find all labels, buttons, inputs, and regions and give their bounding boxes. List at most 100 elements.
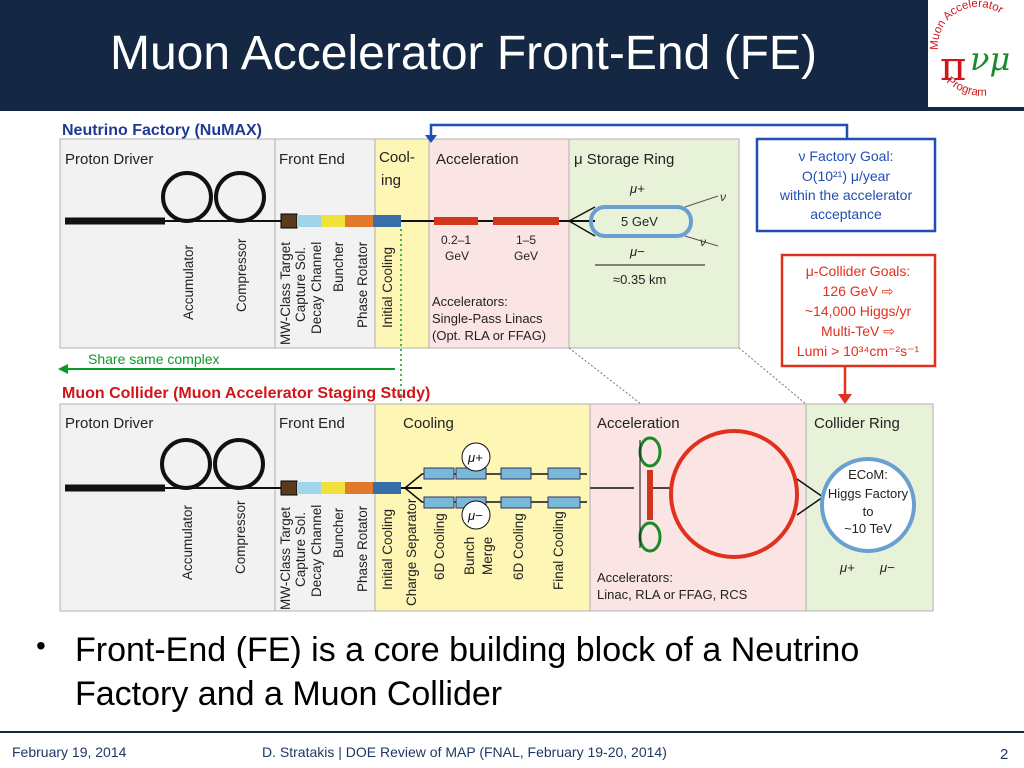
bullet-text: Front-End (FE) is a core building block … (75, 631, 860, 713)
top-accelerators-3: (Opt. RLA or FFAG) (432, 328, 546, 343)
collider-goal-line-1: μ-Collider Goals: (806, 263, 911, 279)
top-storage-ring-block (568, 138, 740, 349)
bot-proton-driver-label: Proton Driver (65, 415, 153, 432)
zoom-line-b (738, 347, 807, 405)
bot-collider-ring (820, 457, 916, 553)
bot-target-label: MW-Class Target (278, 507, 293, 610)
bot-front-end-label: Front End (279, 415, 345, 432)
bot-ring-to: to (863, 504, 874, 519)
top-initial-cooling-label: Initial Cooling (380, 247, 395, 328)
top-cooling-label-2: ing (381, 172, 401, 189)
bot-buncher-seg (321, 482, 345, 494)
bot-ring-mu-plus: μ+ (839, 560, 855, 575)
top-front-end-block (274, 138, 376, 349)
top-linac1-unit: GeV (445, 249, 469, 263)
nufact-title: Neutrino Factory (NuMAX) (62, 122, 262, 139)
bot-ring-ecom: ECoM: (848, 467, 888, 482)
bot-bunch-label: Bunch (462, 537, 477, 575)
top-linac-2 (493, 217, 559, 225)
top-proton-driver-label: Proton Driver (65, 151, 153, 168)
bot-charge-separator-label: Charge Separator (404, 498, 419, 606)
top-rotator-label: Phase Rotator (355, 241, 370, 328)
title-divider (0, 107, 1024, 111)
top-storage-ring (589, 205, 693, 238)
top-goal-link (429, 123, 849, 139)
bot-merge-label: Merge (480, 537, 495, 575)
nufact-goal-line-2: O(10²¹) μ/year (802, 168, 891, 184)
top-nu-line-1 (684, 195, 719, 208)
collider-title: Muon Collider (Muon Accelerator Staging … (62, 385, 430, 402)
nufact-goal-line-1: ν Factory Goal: (799, 148, 894, 164)
top-accelerators-2: Single-Pass Linacs (432, 311, 543, 326)
top-mu-minus: μ− (629, 244, 645, 259)
top-capture-label: Capture Sol. (293, 247, 308, 322)
bot-6d-cooling-2-label: 6D Cooling (511, 513, 526, 580)
bot-rotator-seg (345, 482, 373, 494)
share-label: Share same complex (88, 351, 220, 367)
top-linac1-range: 0.2–1 (441, 233, 471, 247)
bot-compressor-label: Compressor (233, 500, 248, 574)
top-buncher-label: Buncher (331, 241, 346, 292)
collider-goal-line-4: Multi-TeV ⇨ (821, 323, 895, 339)
nufact-goal-line-4: acceptance (810, 206, 882, 222)
collider-goal-box (780, 253, 937, 368)
top-accelerators-1: Accelerators: (432, 294, 508, 309)
nufact-goal-line-3: within the accelerator (779, 187, 913, 203)
bot-6d-up-1 (423, 467, 455, 480)
bullet-marker: • (36, 630, 46, 661)
top-mu-plus: μ+ (629, 181, 645, 196)
top-compressor-label: Compressor (234, 238, 249, 312)
top-nu-2: ν (700, 235, 706, 249)
zoom-line-a (568, 347, 642, 405)
bot-6d-low-1 (423, 496, 455, 509)
top-target-label: MW-Class Target (278, 242, 293, 345)
bot-mu-plus-label: μ+ (467, 450, 483, 465)
map-logo-graphic: Muon Accelerator π νμ Program (929, 0, 1011, 99)
collider-goal-arrowhead (838, 394, 852, 404)
bot-accelerators-2: Linac, RLA or FFAG, RCS (597, 587, 748, 602)
top-target (280, 213, 298, 229)
share-arrowhead (58, 364, 68, 374)
top-goal-arrowhead (425, 135, 437, 143)
bot-front-end-block (274, 403, 376, 612)
footer-divider (0, 731, 1024, 733)
bot-mu-minus-badge (461, 500, 491, 530)
bot-6d-low-3 (500, 496, 532, 509)
bot-cooling-lower-line (404, 487, 587, 503)
bot-capture-seg (297, 482, 321, 494)
bot-6d-cooling-1-label: 6D Cooling (432, 513, 447, 580)
nufact-goal-box (755, 137, 937, 233)
bot-cooling-upper-line (404, 473, 587, 489)
bot-collider-ring-label: Collider Ring (814, 415, 900, 432)
bot-6d-up-3 (500, 467, 532, 480)
logo-pi-symbol: π (940, 44, 966, 90)
collider-goal-line-3: ~14,000 Higgs/yr (805, 303, 912, 319)
top-cooling-seg (373, 215, 401, 227)
bot-acceleration-block (589, 403, 807, 612)
page-number: 2 (1000, 746, 1009, 763)
top-buncher-seg (321, 215, 345, 227)
top-length-label: ≈0.35 km (613, 272, 666, 287)
bot-cooling-seg (373, 482, 401, 494)
bot-linac (647, 470, 653, 520)
bot-rotator-label: Phase Rotator (355, 505, 370, 592)
top-storage-ring-label: μ Storage Ring (574, 151, 674, 168)
top-acceleration-label: Acceleration (436, 151, 519, 168)
bot-ring-higgs: Higgs Factory (828, 486, 909, 501)
top-capture-seg (297, 215, 321, 227)
top-linac-1 (434, 217, 478, 225)
bot-target (280, 480, 298, 496)
top-decay-label: Decay Channel (309, 242, 324, 334)
bot-final-cooling-label: Final Cooling (551, 511, 566, 590)
bot-accelerators-1: Accelerators: (597, 570, 673, 585)
footer-presenter: D. Stratakis | DOE Review of MAP (FNAL, … (262, 744, 667, 760)
top-nu-1: ν (720, 190, 726, 204)
bot-accumulator-label: Accumulator (180, 504, 195, 580)
top-storage-injection-a (568, 206, 596, 222)
top-acceleration-block (428, 138, 570, 349)
bot-acceleration-label: Acceleration (597, 415, 680, 432)
top-rotator-seg (345, 215, 373, 227)
bot-final-up (547, 467, 581, 480)
logo-nu-mu-symbol: νμ (970, 40, 1010, 78)
top-front-end-label: Front End (279, 151, 345, 168)
